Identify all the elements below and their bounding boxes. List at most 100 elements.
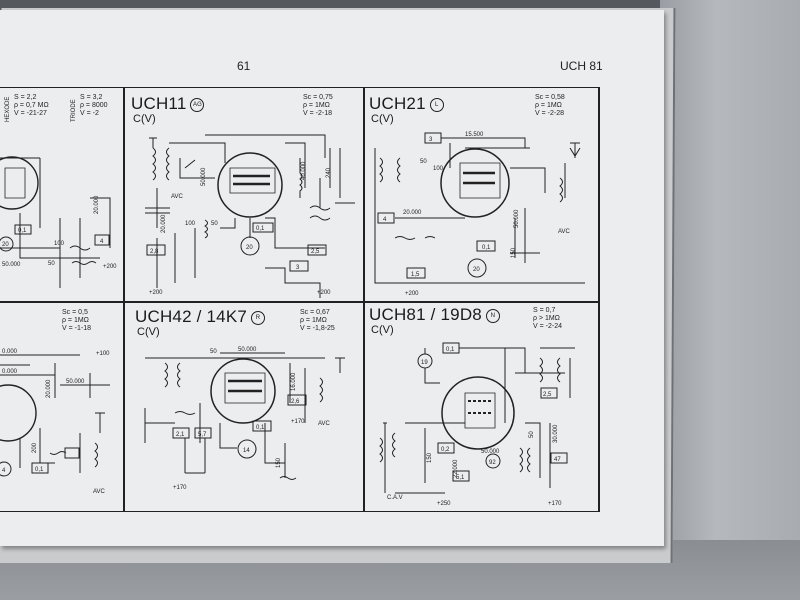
svg-text:20.000: 20.000 — [161, 214, 167, 233]
tube-specs-triode: S = 3,2 ρ = 8000 V = -2 — [80, 94, 108, 117]
tube-base-badge: L — [429, 97, 444, 112]
schematic-uch81: 19 0,1 2,5 50 30.000 0,2 50.000 150 22.0… — [379, 342, 575, 507]
svg-text:22.000: 22.000 — [453, 459, 459, 478]
svg-text:3: 3 — [429, 137, 433, 143]
svg-text:150: 150 — [511, 247, 517, 258]
tube-subtitle: C(V) — [371, 113, 394, 125]
svg-text:+100: +100 — [96, 351, 110, 357]
svg-text:+250: +250 — [437, 501, 451, 507]
svg-text:+200: +200 — [149, 290, 163, 296]
svg-text:4: 4 — [2, 468, 6, 474]
tube-base-badge: R — [251, 310, 266, 325]
svg-text:100: 100 — [433, 166, 444, 172]
tube-specs: Sc = 0,5 ρ = 1MΩ V = -1-18 — [62, 309, 91, 332]
svg-text:50: 50 — [529, 431, 535, 438]
svg-text:15.500: 15.500 — [465, 132, 484, 138]
tube-cell-partial-top: S = 2,2 ρ = 0,7 MΩ V = -21-27 S = 3,2 ρ … — [0, 88, 123, 301]
svg-text:0,2: 0,2 — [441, 447, 450, 453]
running-title: UCH 81 — [560, 59, 603, 73]
svg-text:0,1: 0,1 — [35, 467, 44, 473]
svg-text:20: 20 — [2, 242, 9, 248]
page-number: 61 — [237, 59, 251, 73]
tube-subtitle: C(V) — [137, 326, 160, 338]
svg-text:5,7: 5,7 — [198, 432, 207, 438]
svg-text:50.000: 50.000 — [2, 262, 21, 268]
svg-text:50: 50 — [420, 159, 427, 165]
schematic-uch21: 3 15.500 50 100 4 20.000 0,1 50.000 150 … — [374, 132, 585, 297]
tube-specs: S = 0,7 ρ > 1MΩ V = -2-24 — [533, 307, 562, 330]
tube-subtitle: C(V) — [371, 324, 394, 336]
svg-text:1,5: 1,5 — [411, 272, 420, 278]
svg-text:2,8: 2,8 — [150, 249, 159, 255]
grid-divider — [123, 88, 125, 511]
tube-specs: Sc = 0,75 ρ = 1MΩ V = -2-18 — [303, 94, 333, 117]
svg-text:0,1: 0,1 — [256, 425, 265, 431]
tube-specs: Sc = 0,58 ρ = 1MΩ V = -2-28 — [535, 94, 565, 117]
svg-text:+200: +200 — [405, 291, 419, 297]
svg-text:5,1: 5,1 — [456, 475, 465, 481]
svg-text:20.000: 20.000 — [94, 195, 100, 214]
book-page: 61 UCH 81 S = 2,2 ρ = 0,7 MΩ V = -21-27 … — [0, 10, 664, 546]
svg-text:14: 14 — [243, 448, 250, 454]
schematic-partial-bottom: 0.000 0.000 20.000 50.000 +100 200 0,1 4… — [0, 349, 110, 495]
tube-cell-partial-bottom: Sc = 0,5 ρ = 1MΩ V = -1-18 0.000 0.000 2… — [0, 303, 123, 511]
svg-text:100: 100 — [54, 241, 65, 247]
svg-text:AVC: AVC — [171, 194, 184, 200]
svg-text:0,1: 0,1 — [446, 347, 455, 353]
svg-text:19: 19 — [421, 360, 428, 366]
svg-text:16.000: 16.000 — [291, 372, 297, 391]
svg-text:+170: +170 — [173, 485, 187, 491]
tube-specs-hexode: S = 2,2 ρ = 0,7 MΩ V = -21-27 — [14, 94, 49, 117]
svg-text:20: 20 — [246, 245, 253, 251]
svg-text:50.000: 50.000 — [238, 347, 257, 353]
schematic-partial-top: 0,1 20 100 20.000 4 50 50.000 +200 — [0, 156, 117, 288]
tube-base-badge: AG — [190, 97, 205, 112]
schematic-uch42: 50 50.000 16.000 2,6 0,1 2,1 5,7 14 150 … — [144, 347, 345, 491]
grid-divider — [598, 88, 600, 511]
svg-text:2,1: 2,1 — [176, 432, 185, 438]
svg-text:50: 50 — [211, 221, 218, 227]
svg-text:0.000: 0.000 — [2, 369, 18, 375]
svg-text:50.000: 50.000 — [201, 167, 207, 186]
svg-text:+200: +200 — [317, 290, 331, 296]
svg-text:C.A.V: C.A.V — [387, 495, 403, 501]
svg-text:+200: +200 — [103, 264, 117, 270]
grid-divider — [363, 88, 365, 511]
background-desk — [660, 0, 800, 600]
svg-text:0,1: 0,1 — [482, 245, 491, 251]
schematic-uch11: 50.000 40.000 240 0,1 100 50 20.000 2,8 … — [145, 134, 355, 298]
svg-text:2,5: 2,5 — [543, 392, 552, 398]
tube-base-badge: N — [485, 308, 500, 323]
svg-text:40.000: 40.000 — [301, 161, 307, 180]
svg-text:2,6: 2,6 — [291, 399, 300, 405]
svg-text:100: 100 — [185, 221, 196, 227]
svg-text:4: 4 — [100, 239, 104, 245]
tube-specs: Sc = 0,67 ρ = 1MΩ V = -1,8-25 — [300, 309, 335, 332]
svg-text:50: 50 — [48, 261, 55, 267]
svg-text:AVC: AVC — [93, 489, 106, 495]
svg-text:150: 150 — [427, 452, 433, 463]
svg-text:30.000: 30.000 — [553, 424, 559, 443]
grid-divider — [0, 301, 600, 303]
svg-text:AVC: AVC — [558, 229, 571, 235]
svg-text:0.000: 0.000 — [2, 349, 18, 355]
svg-text:0,1: 0,1 — [256, 226, 265, 232]
svg-text:240: 240 — [326, 167, 332, 178]
svg-text:AVC: AVC — [318, 421, 331, 427]
svg-text:150: 150 — [276, 457, 282, 468]
svg-text:0,1: 0,1 — [18, 228, 27, 234]
svg-text:4: 4 — [383, 217, 387, 223]
tube-subtitle: C(V) — [133, 113, 156, 125]
svg-text:20.000: 20.000 — [46, 379, 52, 398]
svg-text:50: 50 — [210, 349, 217, 355]
svg-text:50.000: 50.000 — [514, 209, 520, 228]
svg-text:3: 3 — [296, 265, 300, 271]
svg-text:2,5: 2,5 — [311, 249, 320, 255]
